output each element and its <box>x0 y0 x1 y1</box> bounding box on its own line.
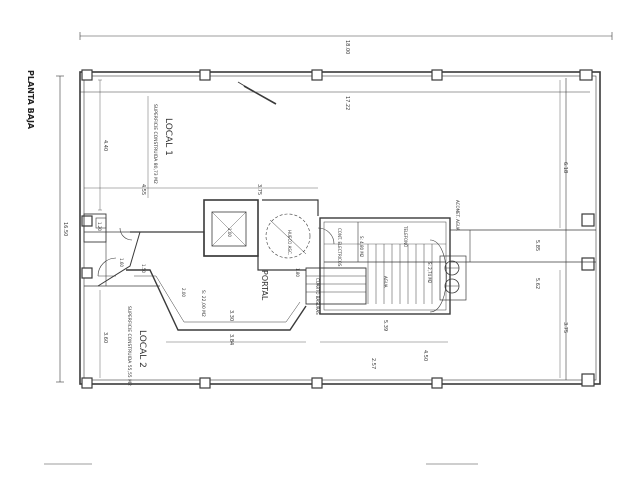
dim-small-2: 1.20 <box>97 222 102 231</box>
dim-left-a: 4.40 <box>102 140 108 151</box>
cuadro-area: S: 2,74 M2 <box>427 262 432 284</box>
cuarto-basura: CUARTO BASURAS <box>315 278 320 315</box>
local1-area: SUPERFICIE CONSTRUIDA 80,73 M2 <box>152 104 158 184</box>
local2-area: SUPERFICIE CONSTRUIDA 55,55 M2 <box>126 306 132 386</box>
dim-mid-b: 3.75 <box>256 184 262 195</box>
contador-elec: CONT. ELECTRICOS <box>337 228 342 267</box>
plan-title: PLANTA BAJA <box>26 70 35 130</box>
hueco-label: HUECO ASC. <box>287 230 292 255</box>
portal-area: S: 22,00 M2 <box>200 290 206 317</box>
dim-left-b: 3.60 <box>102 332 108 343</box>
dim-mid-c: 3.30 <box>228 310 234 321</box>
contador-tel: TELEFONO <box>403 225 408 247</box>
dim-small-1: 1.00 <box>227 228 232 237</box>
plan-linework <box>44 32 613 465</box>
dim-small-6: 1.50 <box>141 264 146 273</box>
dim-small-7: 2.57 <box>370 358 376 369</box>
dim-small-5: 1.80 <box>295 268 300 277</box>
dim-small-8: 4.50 <box>422 350 428 361</box>
local2-name: LOCAL 2 <box>137 330 147 368</box>
dim-mid-e: 5.39 <box>382 320 388 331</box>
dim-mid-a: 4.55 <box>140 184 146 195</box>
portal-name: PORTAL <box>260 270 269 301</box>
dim-inner-top: 17.22 <box>344 96 350 110</box>
dim-right-b: 5.85 <box>534 240 540 251</box>
dim-right-c: 5.62 <box>534 278 540 289</box>
local1-name: LOCAL 1 <box>163 118 173 156</box>
dim-small-3: 2.00 <box>181 288 186 297</box>
dim-right-d: 3.75 <box>562 322 568 333</box>
dim-mid-d: 3.84 <box>228 334 234 345</box>
acometida-label: ACOMET. AGUA <box>455 200 460 231</box>
dim-right-a: 6.18 <box>562 162 568 173</box>
dim-small-4: 1.60 <box>119 258 124 267</box>
dim-left-total: 16.50 <box>62 222 68 236</box>
small-area: S: 4,80 M2 <box>359 236 364 258</box>
agua-label: AGUA <box>383 276 388 288</box>
dim-total-top: 18.00 <box>344 40 350 54</box>
